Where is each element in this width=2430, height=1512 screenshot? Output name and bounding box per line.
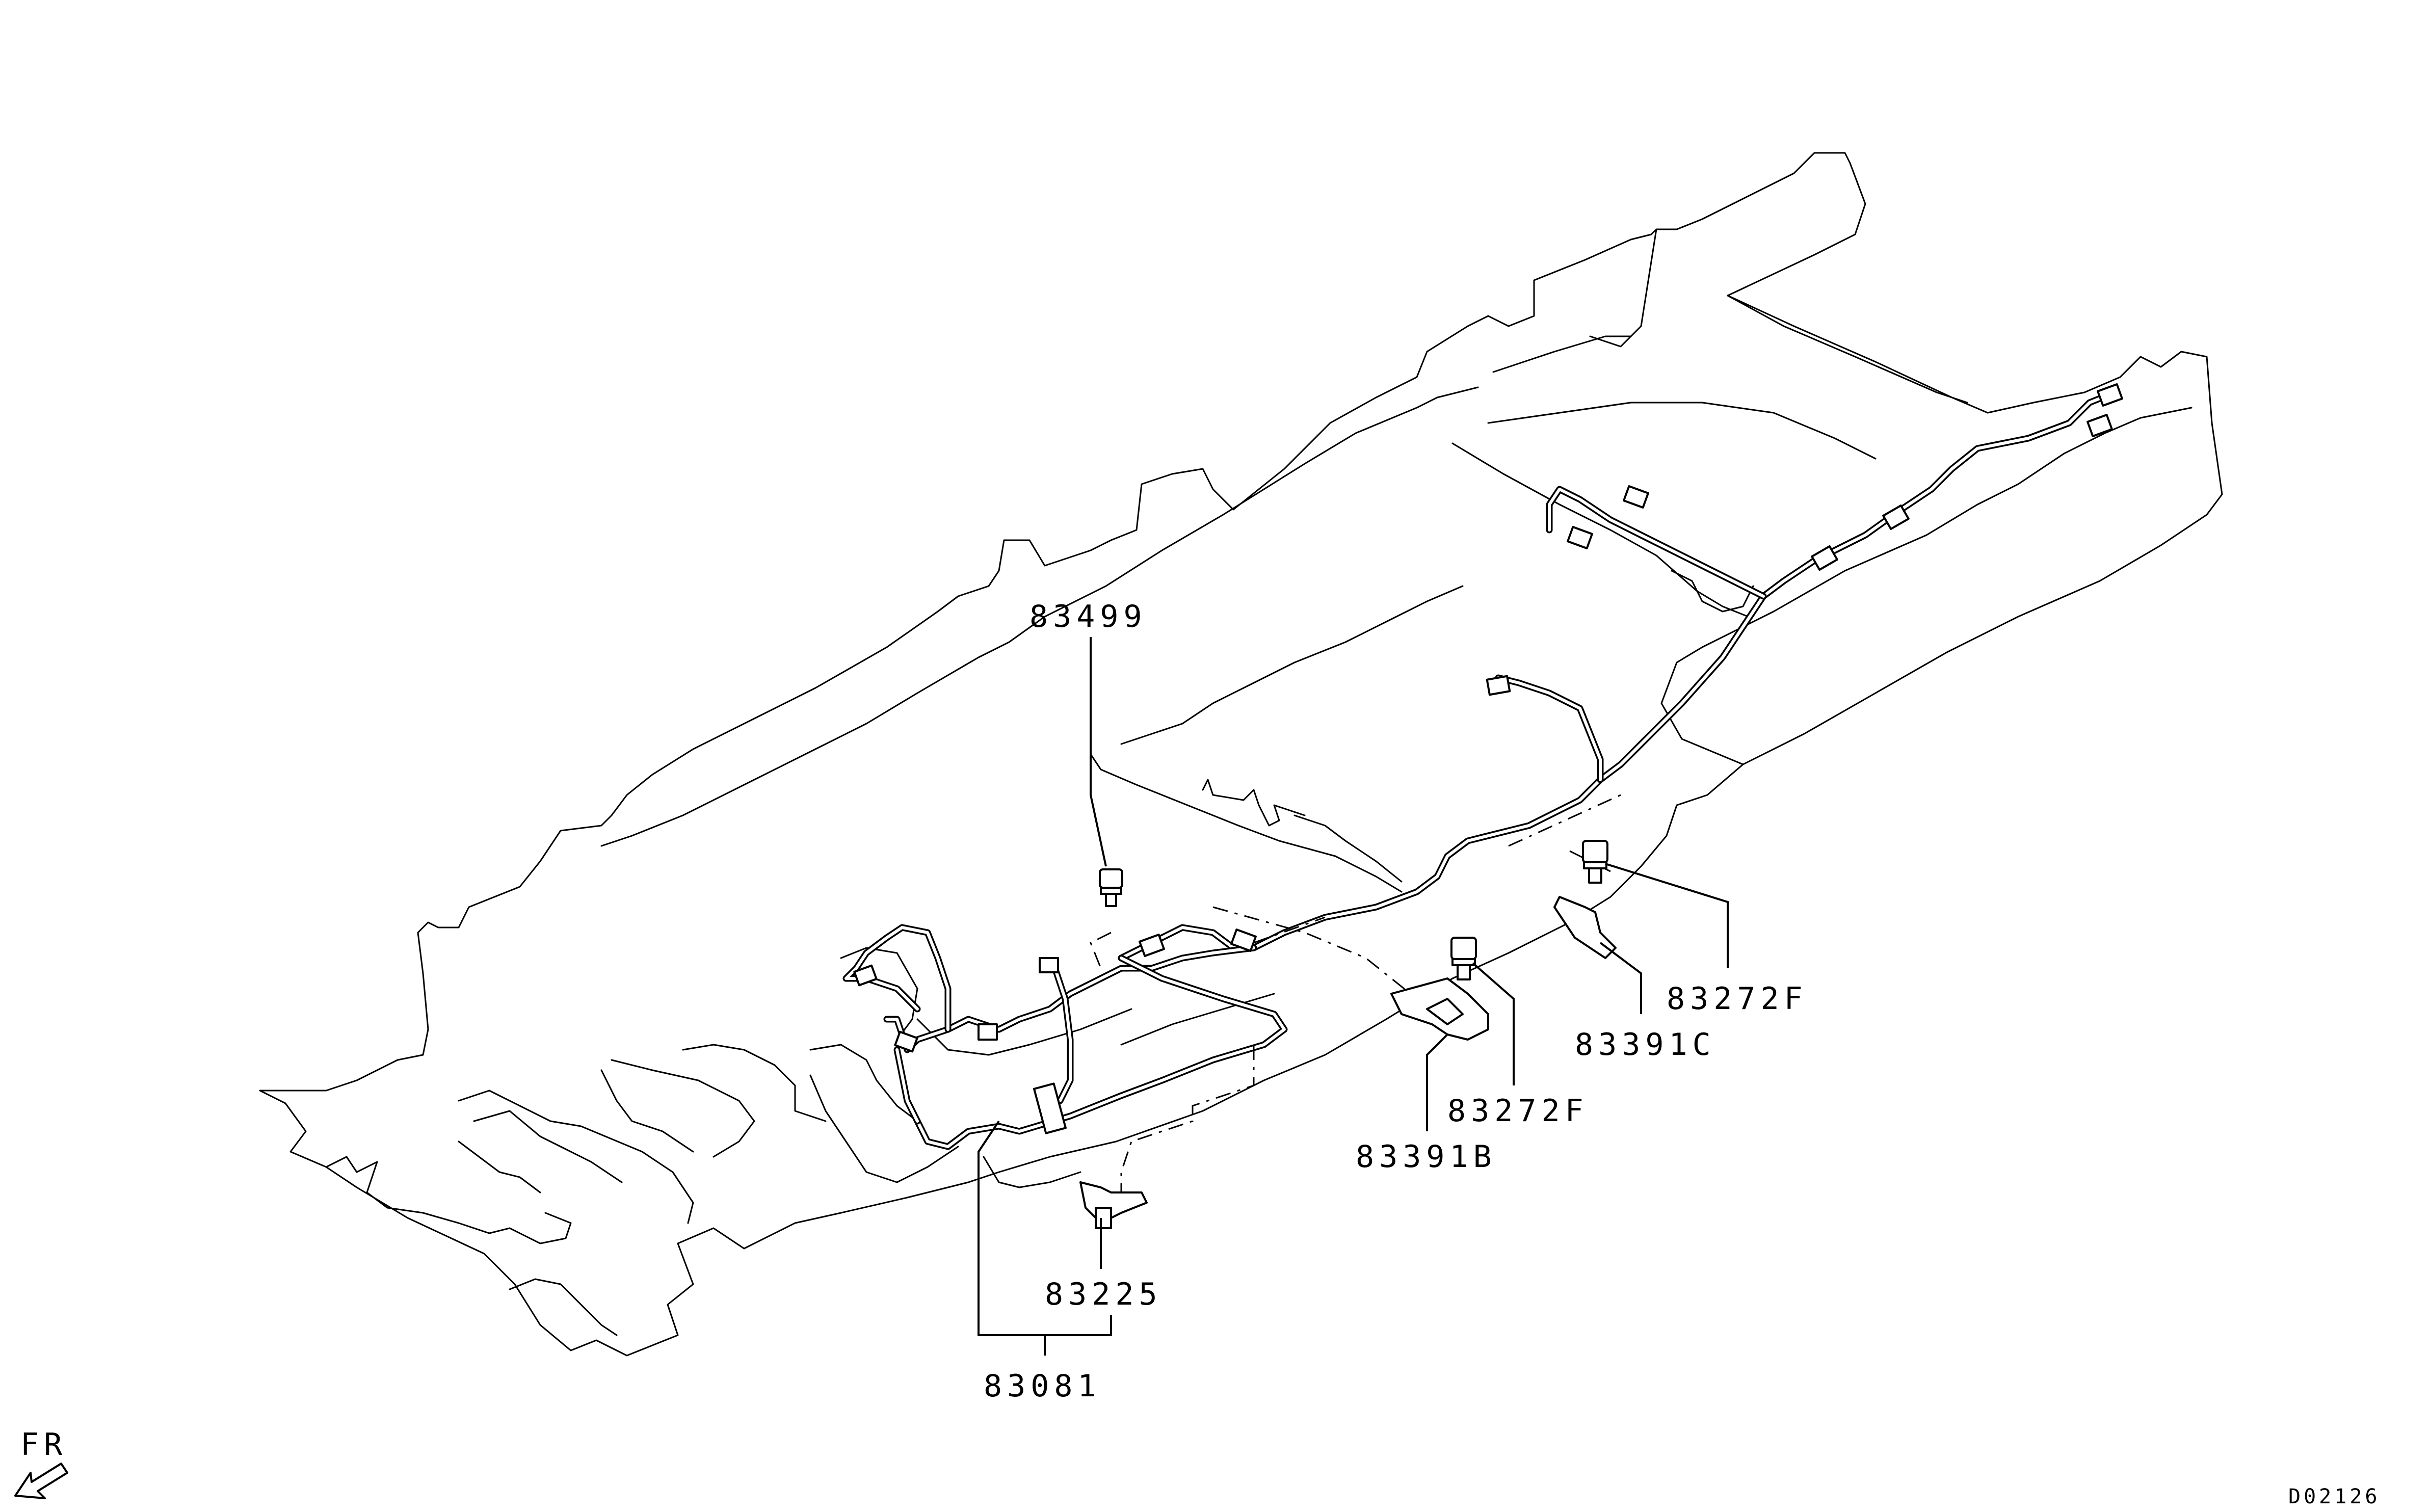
connector-rear-right-2 — [2086, 414, 2113, 437]
connector-front-3 — [1039, 957, 1059, 973]
inner-rail-left — [600, 386, 1479, 847]
connector-front-7 — [1139, 934, 1165, 957]
part-label-83272f-right: 83272F — [1667, 981, 1808, 1017]
connector-front-2 — [894, 1030, 918, 1053]
alignment-lines — [1090, 794, 1621, 1198]
bolt-83272f-mid — [1450, 937, 1477, 980]
connector-front-4 — [978, 1023, 998, 1041]
mid-cross-member — [1451, 442, 1749, 618]
bracket-83391c — [1553, 896, 1617, 959]
leader-83081 — [978, 1120, 1112, 1356]
part-label-83272f-mid: 83272F — [1447, 1093, 1589, 1129]
connector-clip-4 — [1567, 526, 1593, 549]
leader-83499 — [1090, 637, 1107, 867]
front-orientation-indicator: FR — [14, 1427, 68, 1499]
part-label-83499: 83499 — [1029, 599, 1147, 634]
connector-clip-1 — [1882, 505, 1910, 530]
leader-83272f-mid — [1472, 962, 1515, 1085]
leader-83272f-right — [1605, 863, 1729, 968]
front-end-structure — [325, 1156, 572, 1244]
chassis-frame — [259, 152, 2223, 1357]
orientation-label: FR — [20, 1427, 67, 1463]
bolt-83272f-right — [1582, 840, 1608, 884]
connector-rear-right — [2097, 383, 2123, 407]
part-label-83081: 83081 — [984, 1368, 1101, 1404]
front-arrow-icon — [14, 1463, 68, 1499]
bracket-83391b — [1390, 977, 1489, 1041]
center-cross-member — [1090, 753, 1403, 893]
connector-front-6 — [1230, 929, 1257, 952]
part-label-83225: 83225 — [1045, 1277, 1163, 1312]
part-label-83391b: 83391B — [1356, 1139, 1497, 1175]
drawing-code: D02126 — [2288, 1485, 2381, 1508]
part-label-83391c: 83391C — [1575, 1027, 1716, 1063]
connector-clip-2 — [1811, 545, 1838, 571]
leader-83391b — [1426, 1033, 1448, 1131]
connector-clip-3 — [1623, 485, 1649, 509]
connector-front-1 — [853, 964, 878, 987]
rear-cross-member — [1727, 295, 1968, 404]
leader-lines — [978, 637, 1729, 1356]
clamp-83225 — [1079, 1181, 1148, 1229]
leader-83391c — [1599, 942, 1642, 1014]
part-labels: 83499 83272F 83391C 83272F 83391B 83225 … — [984, 599, 1808, 1404]
wiring-harness — [842, 383, 2123, 1150]
bolt-83499 — [1099, 868, 1123, 907]
connector-tank — [1486, 675, 1511, 696]
frame-outline — [259, 152, 2223, 1357]
connector-front-5 — [1033, 1082, 1067, 1134]
inner-rail-right — [1660, 407, 2193, 765]
